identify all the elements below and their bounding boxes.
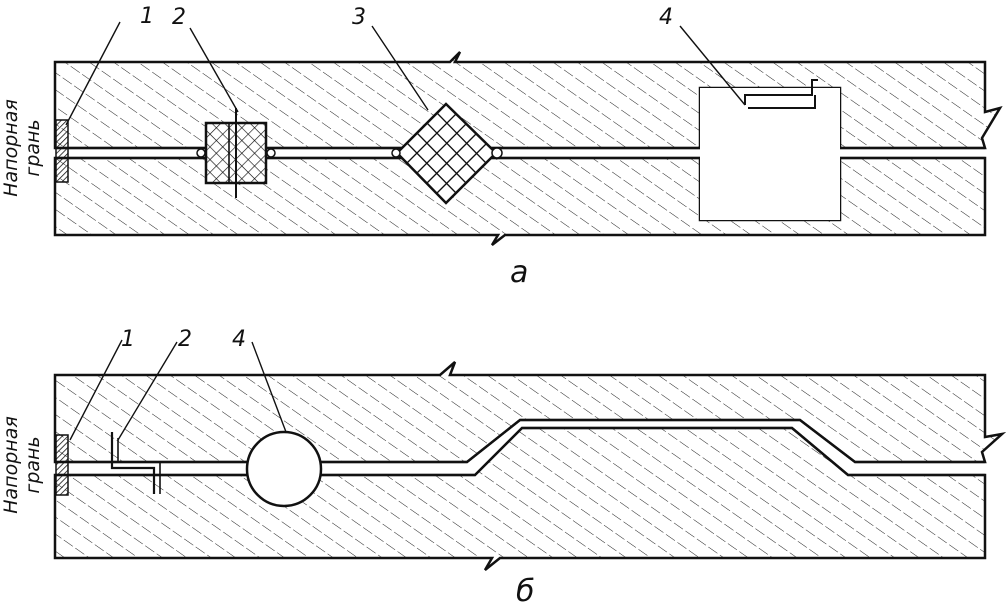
face-label-b-line2: грань <box>22 436 44 493</box>
callout-4-a: 4 <box>659 5 673 30</box>
face-label-a-line1: Напорная <box>0 99 22 197</box>
panel-b: 1 2 4 Напорная грань б <box>0 327 1006 607</box>
face-seal-a <box>55 119 69 183</box>
round-well-b <box>245 430 323 508</box>
callout-4-b: 4 <box>232 327 246 352</box>
callout-2-b: 2 <box>178 327 192 352</box>
caption-b: б <box>516 574 535 607</box>
face-seal-b <box>55 434 69 496</box>
key-block-a <box>196 108 276 198</box>
face-label-b-line1: Напорная <box>0 416 22 514</box>
chamber-a <box>700 79 840 220</box>
lower-concrete-block-a <box>53 156 987 246</box>
callout-1-b: 1 <box>121 327 135 352</box>
callout-1-a: 1 <box>140 4 154 29</box>
upper-concrete-block-a <box>53 51 1003 150</box>
waterstop-b <box>110 432 156 494</box>
panel-a: 1 2 3 4 Напорная грань а <box>0 4 1003 290</box>
callout-2-a: 2 <box>172 5 186 30</box>
caption-a: а <box>510 255 528 290</box>
callout-3-a: 3 <box>352 5 366 30</box>
grid-block-a <box>391 102 503 205</box>
face-label-a-line2: грань <box>22 119 44 176</box>
